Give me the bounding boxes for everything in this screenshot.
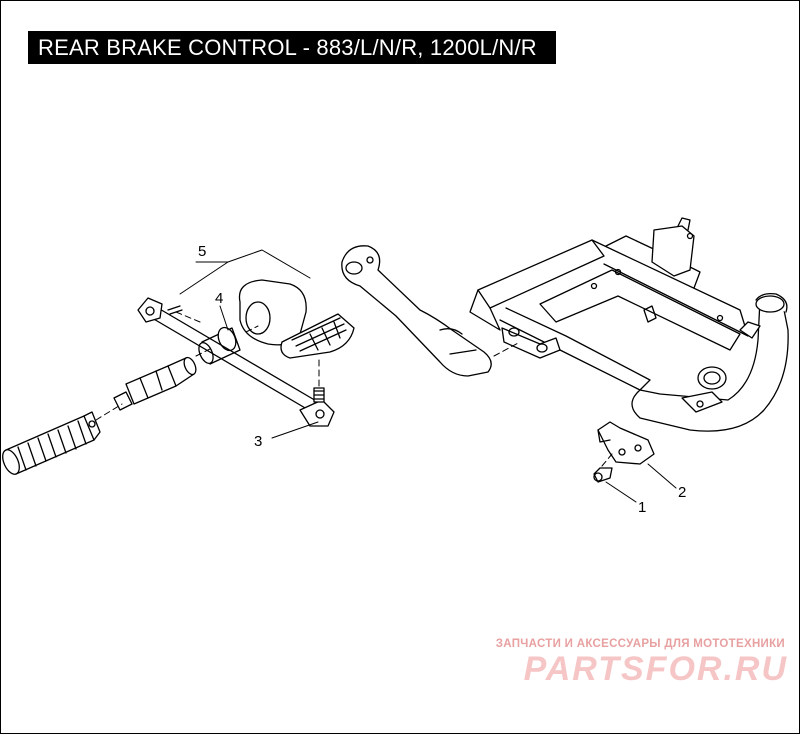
frame-mount-part bbox=[469, 217, 789, 432]
watermark-brand-logo: PARTSFOR.RU bbox=[523, 650, 788, 688]
clevis-pin-part bbox=[113, 356, 197, 411]
screw-part bbox=[593, 467, 613, 483]
watermark-tagline: ЗАПЧАСТИ И АКСЕССУАРЫ ДЛЯ МОТОТЕХНИКИ bbox=[495, 638, 785, 650]
callout-4: 4 bbox=[215, 290, 223, 307]
spacer-sleeve-part bbox=[198, 326, 241, 365]
brake-pedal-lever-part bbox=[341, 245, 492, 377]
footpeg-part bbox=[2, 411, 101, 475]
callout-2: 2 bbox=[678, 484, 686, 501]
page-title: REAR BRAKE CONTROL - 883/L/N/R, 1200L/N/… bbox=[28, 31, 556, 64]
brake-pedal-pad-part bbox=[238, 279, 355, 359]
callout-3: 3 bbox=[254, 433, 262, 450]
callout-1: 1 bbox=[638, 499, 646, 516]
clip-part bbox=[597, 421, 655, 465]
callout-5: 5 bbox=[198, 243, 206, 260]
brake-rod-part bbox=[137, 297, 335, 427]
callout-leaders bbox=[179, 249, 677, 503]
assembly-dashed-lines bbox=[95, 311, 613, 467]
